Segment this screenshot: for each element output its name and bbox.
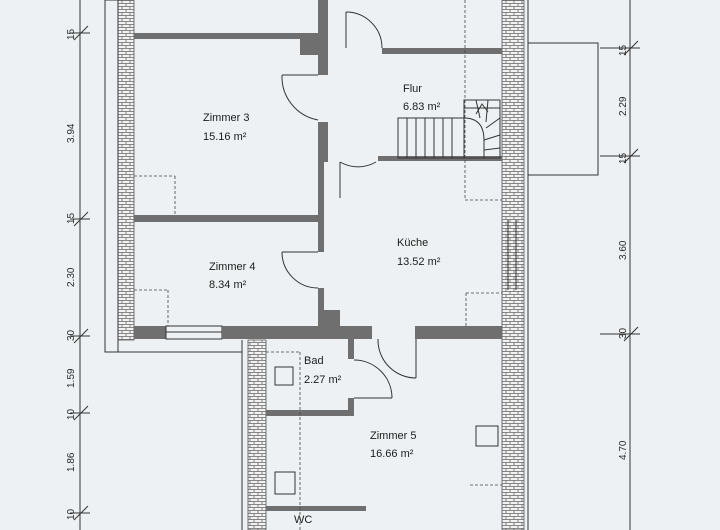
dim-left-2: 3.94 [66, 123, 77, 143]
dim-right-2: 2.29 [618, 96, 629, 116]
staircase [397, 99, 501, 159]
outer-walls [104, 0, 529, 530]
room-area-bad: 2.27 m² [304, 374, 342, 386]
dim-right-5: 30 [618, 327, 629, 339]
room-name-zimmer-3: Zimmer 3 [203, 112, 249, 124]
room-name-flur: Flur [403, 83, 422, 95]
dim-left-5: 30 [66, 329, 77, 341]
right-dimension-line [600, 0, 640, 530]
dim-right-6: 4.70 [618, 440, 629, 460]
dim-right-3: 15 [618, 152, 629, 164]
room-area-zimmer-5: 16.66 m² [370, 448, 414, 460]
ducts [274, 366, 499, 495]
room-area-zimmer-4: 8.34 m² [209, 279, 247, 291]
dim-left-3: 15 [66, 212, 77, 224]
dim-left-8: 1.86 [66, 452, 77, 472]
dim-right-1: 15 [618, 44, 629, 56]
room-name-zimmer-5: Zimmer 5 [370, 430, 416, 442]
room-name-zimmer-4: Zimmer 4 [209, 261, 255, 273]
room-name-kueche: Küche [397, 237, 428, 249]
dim-left-9: 10 [66, 508, 77, 520]
left-dimension-line [70, 0, 90, 530]
dim-right-4: 3.60 [618, 240, 629, 260]
interior-walls [134, 0, 502, 511]
dim-left-4: 2.30 [66, 267, 77, 287]
windows-and-outlines [134, 0, 599, 530]
room-name-wc: WC [294, 514, 312, 526]
room-name-bad: Bad [304, 355, 324, 367]
doors [281, 11, 417, 399]
room-area-flur: 6.83 m² [403, 101, 441, 113]
dim-left-1: 15 [66, 28, 77, 40]
dim-left-6: 1.59 [66, 368, 77, 388]
room-area-kueche: 13.52 m² [397, 256, 441, 268]
room-area-zimmer-3: 15.16 m² [203, 131, 247, 143]
dim-left-7: 10 [66, 408, 77, 420]
